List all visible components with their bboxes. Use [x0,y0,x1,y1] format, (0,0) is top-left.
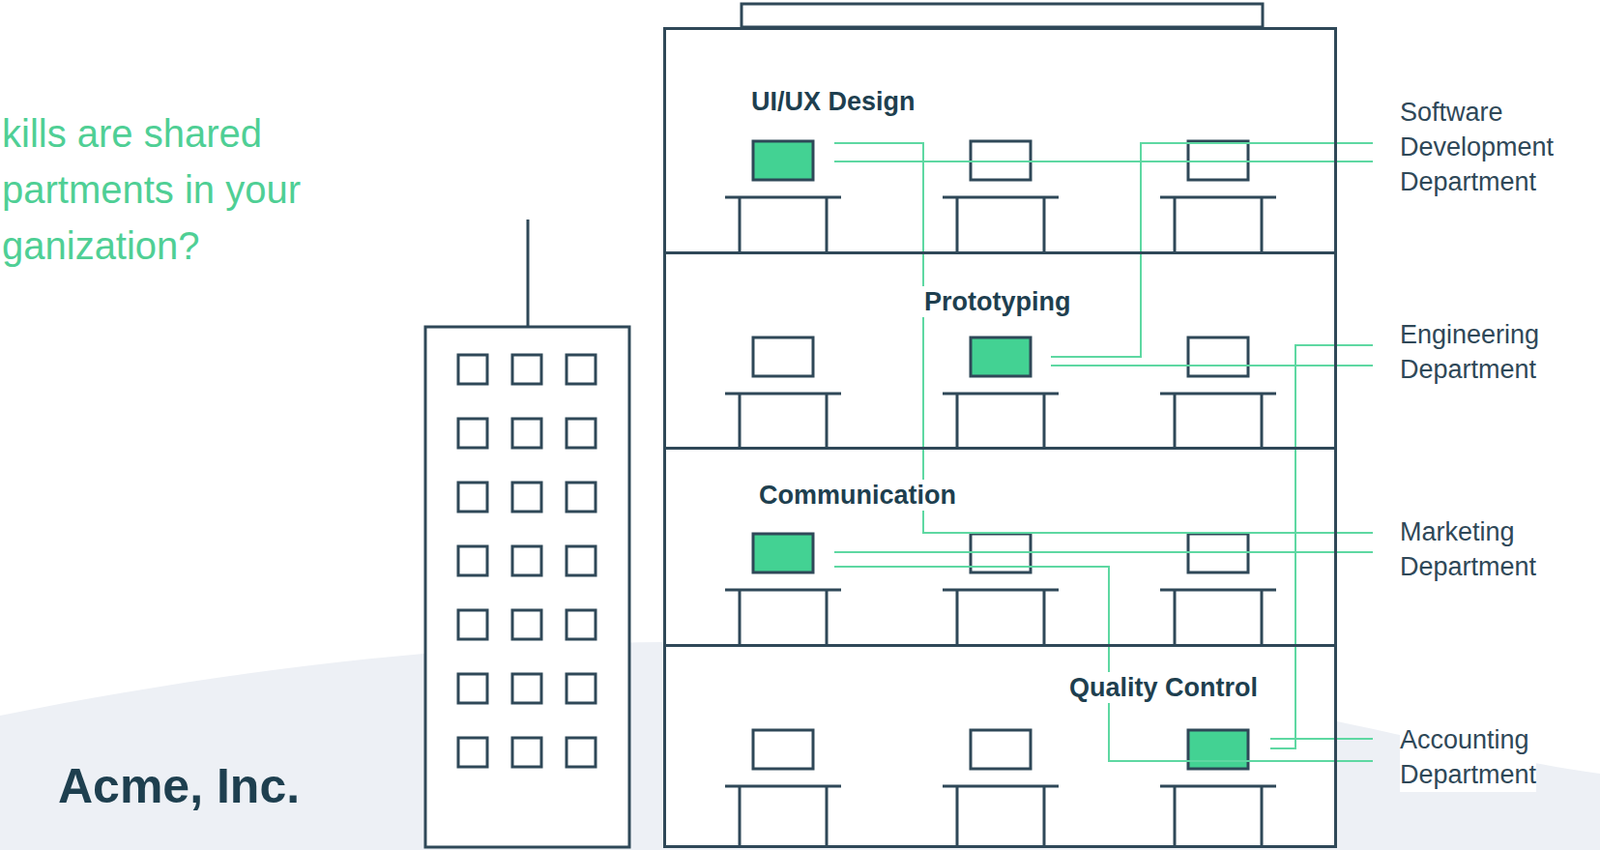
skill-connector [1050,143,1373,357]
highlighted-monitor [753,533,814,573]
window [458,418,488,448]
desk [942,197,1059,252]
desk [942,393,1059,447]
window [458,354,488,384]
department-label: Software Development Department [1372,94,1554,200]
heading: kills are shared partments in your ganiz… [1,105,379,274]
desk [1160,197,1277,252]
floor-band: UI/UX Design [663,27,1338,255]
skill-connector [1270,737,1373,740]
department-label: Accounting Department [1372,722,1537,792]
antenna [526,219,530,327]
window [458,737,488,767]
desk [1160,393,1277,447]
roof-cap [741,3,1263,28]
window [512,546,542,576]
window [458,482,488,512]
window [512,482,542,512]
department-name: Engineering Department [1399,317,1540,387]
window [566,546,596,576]
skill-connector [834,143,1373,533]
monitor [753,729,814,769]
window [512,673,542,703]
window [566,673,596,703]
monitor [753,337,814,377]
desk [725,785,842,847]
department-name: Software Development Department [1399,94,1554,200]
desk [942,589,1059,644]
highlighted-monitor [1188,729,1249,769]
highlighted-monitor [753,141,814,180]
window [458,546,488,576]
window [566,737,596,767]
window [458,610,488,640]
floor-band: Quality Control [663,643,1338,848]
floor-name: Quality Control [1066,671,1261,703]
window [566,482,596,512]
window [512,610,542,640]
skill-connector [834,160,1373,163]
small-building [425,326,630,847]
monitor [1188,337,1249,377]
window [512,354,542,384]
desk [725,393,842,447]
desk [942,785,1059,847]
department-name: Marketing Department [1399,514,1537,584]
desk [1160,785,1277,847]
department-label: Engineering Department [1372,317,1540,387]
skill-connector [834,566,1373,761]
window [458,673,488,703]
window [566,354,596,384]
floor-name: UI/UX Design [748,86,919,117]
monitor [970,729,1031,769]
floor-name: Communication [756,479,960,511]
window [512,418,542,448]
floor-band: Communication [663,446,1338,647]
floor-band: Prototyping [663,251,1338,450]
skill-connector [834,551,1373,553]
window [566,418,596,448]
skill-connector [1270,345,1373,749]
desk [725,197,842,252]
department-name: Accounting Department [1399,722,1537,792]
company-name: Acme, Inc. [58,756,300,815]
floor-name: Prototyping [921,286,1074,318]
desk [1160,589,1277,644]
department-label: Marketing Department [1372,514,1537,584]
skill-connector [1050,364,1373,367]
building-fill [663,27,1338,848]
window [566,610,596,640]
highlighted-monitor [970,337,1031,377]
desk [725,589,842,644]
window [512,737,542,767]
